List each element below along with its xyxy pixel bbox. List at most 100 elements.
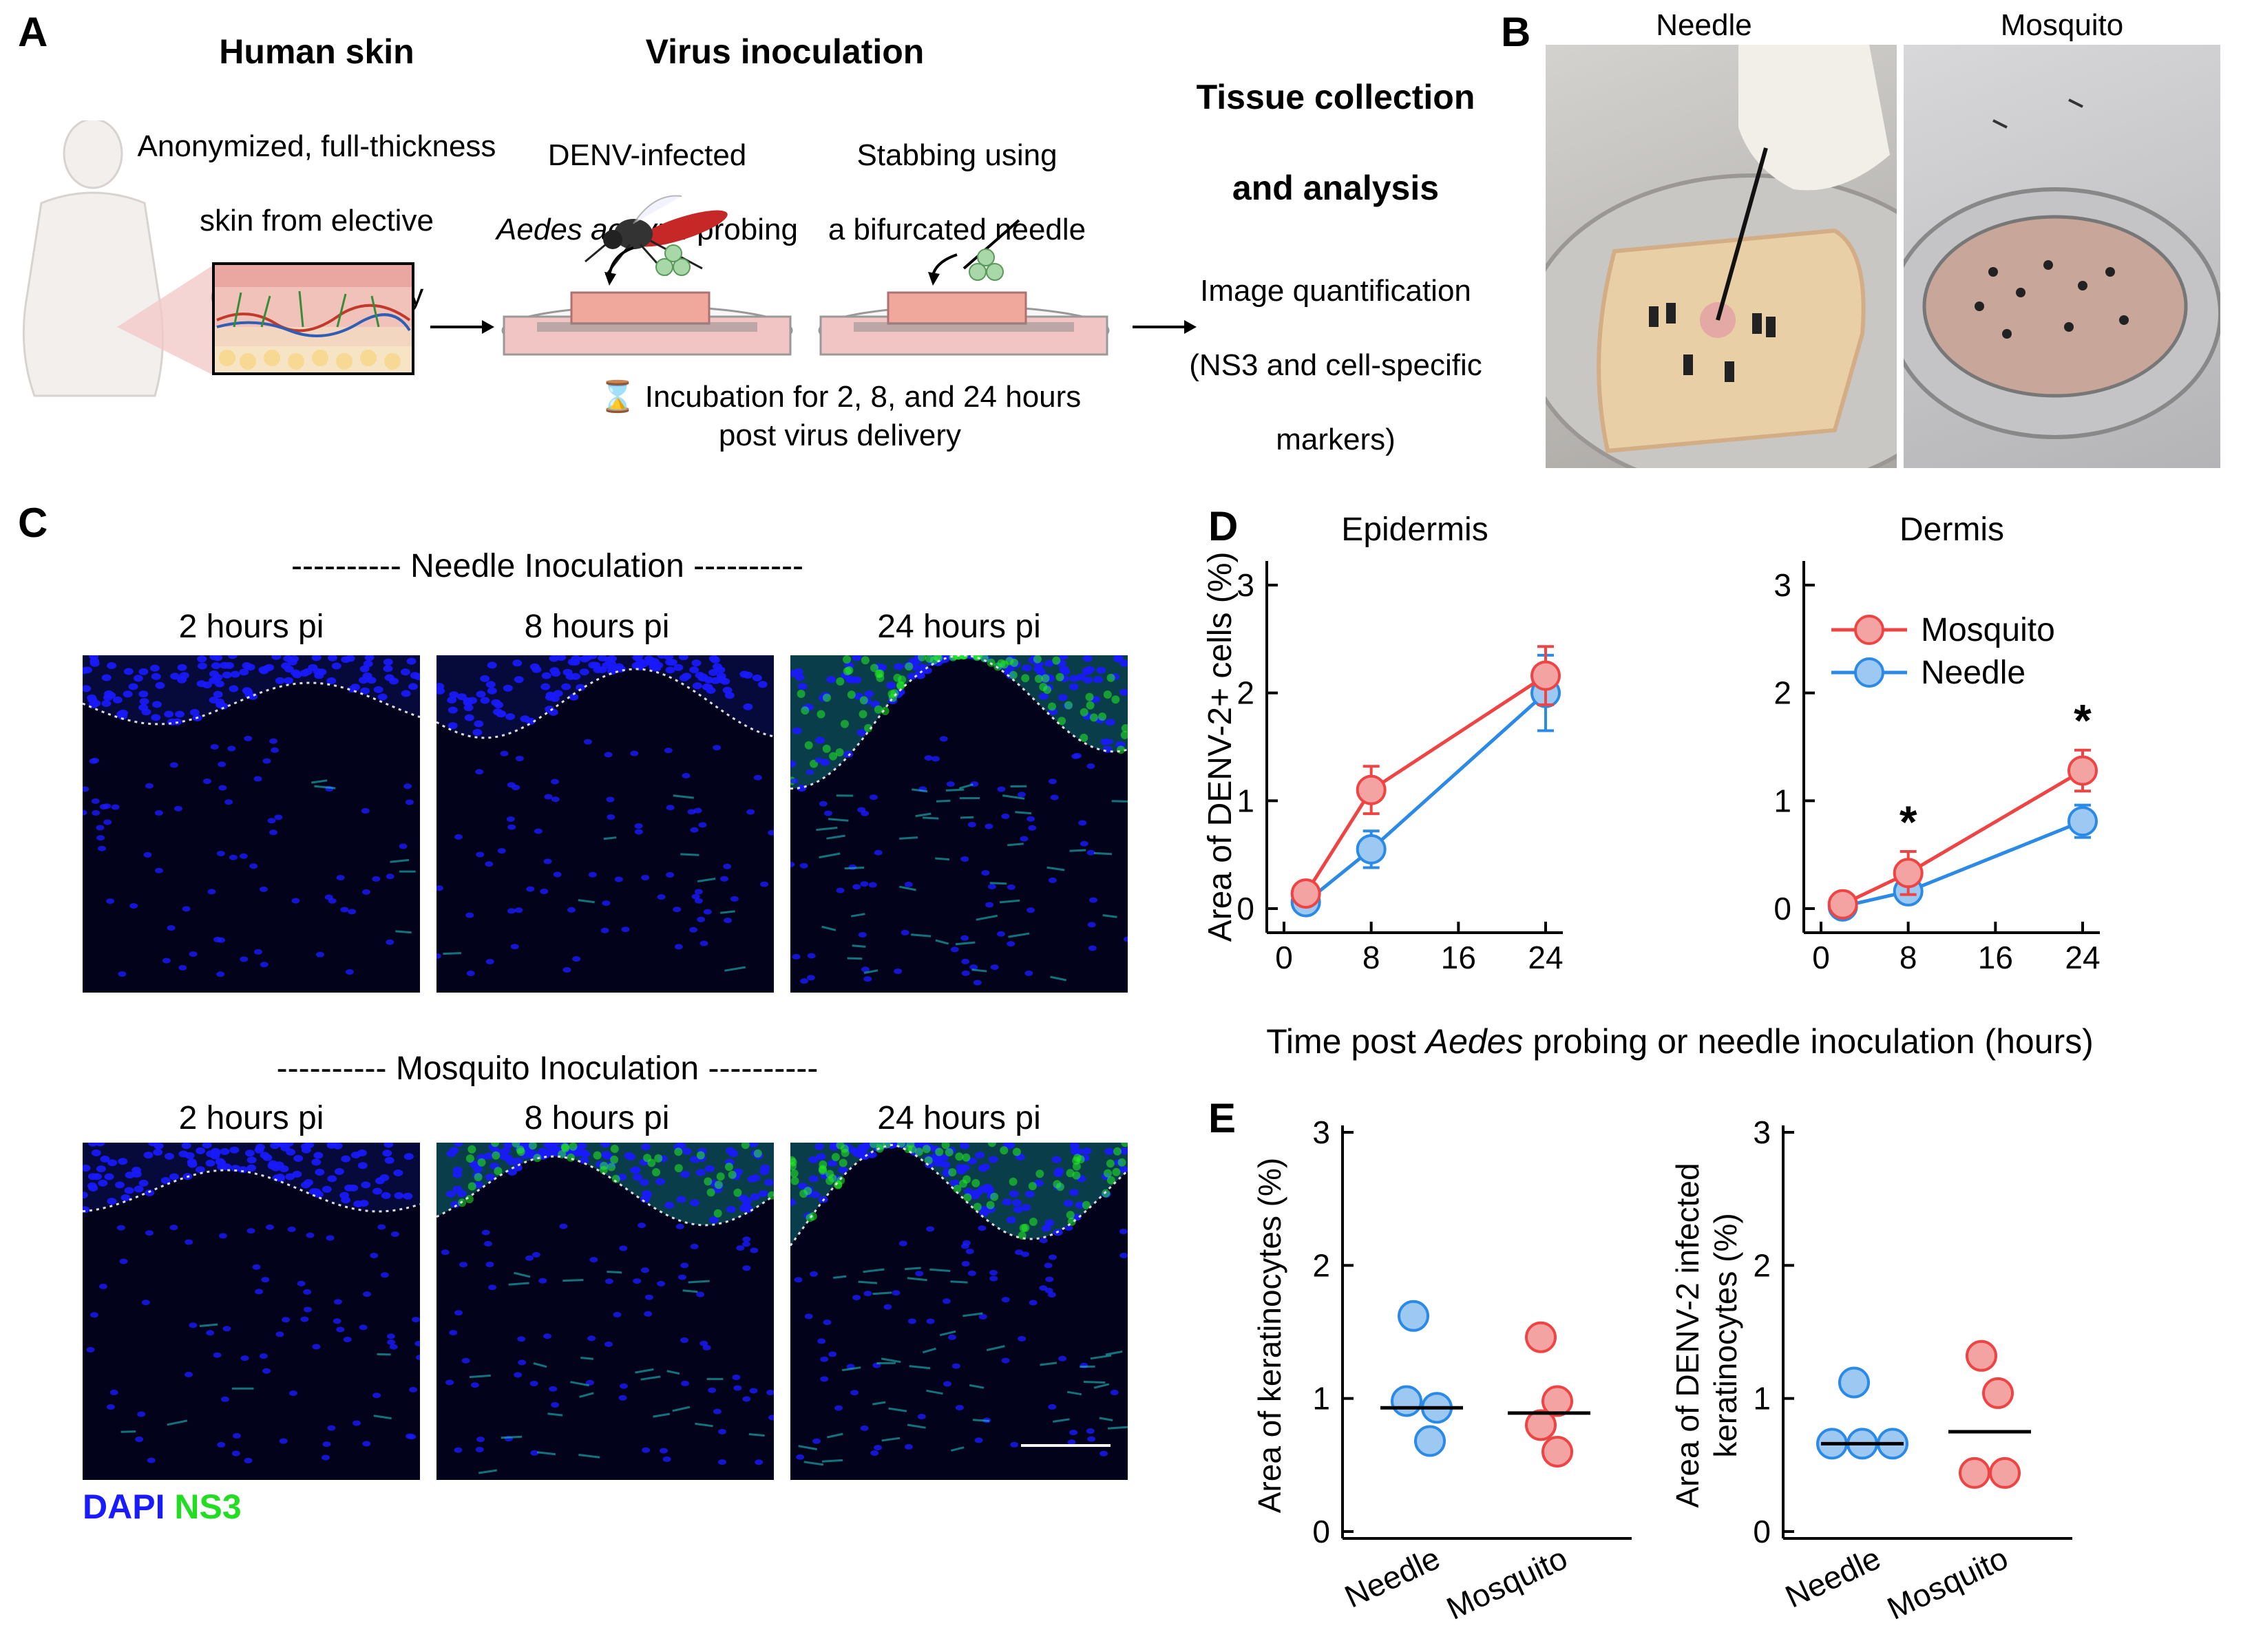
dermal-nucleus: [985, 902, 994, 908]
nucleus: [139, 698, 149, 706]
nucleus: [704, 676, 714, 684]
dermal-nucleus: [507, 908, 516, 914]
nucleus: [1059, 666, 1069, 673]
fiber: [951, 1446, 965, 1452]
dermal-nucleus: [1086, 763, 1095, 769]
ns3-signal: [847, 690, 856, 699]
ns3-signal: [728, 1170, 737, 1179]
dermal-nucleus: [380, 1272, 389, 1278]
nucleus: [702, 684, 712, 690]
dermal-nucleus: [1017, 792, 1026, 798]
fiber: [905, 1267, 921, 1271]
fiber: [603, 836, 617, 840]
nucleus: [217, 1163, 227, 1171]
fiber: [833, 1275, 847, 1279]
dermal-nucleus: [154, 867, 163, 873]
nucleus: [907, 673, 917, 680]
keratinocytes-y-tick-label: 3: [1312, 1114, 1330, 1150]
nucleus: [691, 659, 702, 667]
dermis-x-tick-label: 8: [1900, 940, 1917, 975]
ns3-signal: [918, 655, 927, 661]
keratinocytes-y-tick-label: 0: [1312, 1514, 1330, 1549]
nucleus: [1006, 1216, 1016, 1224]
dermal-nucleus: [1119, 1229, 1128, 1235]
nucleus: [362, 672, 372, 679]
dermal-nucleus: [1080, 840, 1088, 847]
dermal-nucleus: [322, 1454, 330, 1461]
dermal-nucleus: [812, 1438, 821, 1444]
dermal-nucleus: [231, 1450, 240, 1457]
dermal-nucleus: [755, 1459, 764, 1465]
ns3-signal: [610, 1145, 619, 1153]
dermal-nucleus: [730, 896, 739, 902]
dermal-nucleus: [288, 1390, 297, 1397]
nucleus: [600, 1143, 611, 1148]
nucleus: [512, 659, 523, 667]
nucleus: [794, 674, 805, 681]
nucleus: [100, 1155, 110, 1163]
dermal-nucleus: [961, 1261, 970, 1267]
dermal-nucleus: [372, 876, 381, 882]
dermal-nucleus: [386, 939, 394, 945]
dermal-nucleus: [572, 956, 581, 962]
dermal-nucleus: [185, 1239, 193, 1245]
dermal-nucleus: [1001, 1297, 1010, 1303]
dermal-nucleus: [989, 1270, 998, 1275]
dermal-nucleus: [697, 916, 706, 922]
nucleus: [406, 657, 417, 665]
ns3-signal: [733, 1188, 742, 1197]
dermal-nucleus: [441, 1249, 450, 1256]
fiber: [1105, 1351, 1123, 1356]
fiber: [1066, 1390, 1082, 1396]
dermal-nucleus: [746, 809, 755, 815]
nucleus: [229, 685, 239, 692]
nucleus: [856, 1152, 867, 1159]
dermal-nucleus: [459, 1262, 468, 1268]
nucleus: [101, 674, 112, 681]
dermal-nucleus: [253, 949, 262, 955]
nucleus: [1096, 666, 1106, 674]
fiber: [847, 957, 863, 960]
ns3-signal: [491, 1143, 500, 1147]
nucleus: [676, 1143, 686, 1150]
dermal-nucleus: [244, 1457, 253, 1463]
ns3-signal: [859, 710, 867, 719]
dermal-nucleus: [333, 1318, 341, 1324]
fiber: [881, 1357, 901, 1364]
dermal-nucleus: [300, 1316, 309, 1322]
dermal-nucleus: [834, 1405, 843, 1411]
fiber: [850, 913, 865, 918]
nucleus: [359, 665, 370, 673]
nucleus: [639, 1178, 649, 1186]
fiber: [909, 1365, 931, 1370]
dermal-nucleus: [267, 818, 276, 824]
ns3-signal: [706, 1188, 715, 1197]
fiber: [986, 1345, 1005, 1351]
ns3-signal: [841, 1148, 850, 1157]
dermal-nucleus: [261, 1277, 270, 1283]
epidermis-x-tick-label: 0: [1275, 940, 1293, 975]
micrograph-mosquito-24h: [790, 1143, 1128, 1480]
nucleus: [169, 1173, 179, 1180]
fiber: [826, 1432, 843, 1439]
fiber: [881, 1437, 901, 1442]
dermis-point-mosquito: [1827, 889, 1858, 920]
panel-a-label: A: [18, 9, 48, 55]
dermis-x-tick-label: 24: [2065, 940, 2100, 975]
dermis-y-tick-label: 2: [1774, 675, 1791, 711]
nucleus: [170, 673, 180, 680]
nucleus: [151, 714, 161, 721]
dermal-nucleus: [1047, 1292, 1056, 1298]
dermal-nucleus: [518, 1359, 527, 1366]
dermal-nucleus: [189, 951, 198, 957]
nucleus: [513, 1157, 523, 1165]
nucleus: [547, 1149, 557, 1156]
dermal-nucleus: [749, 1388, 758, 1394]
dermal-nucleus: [708, 1387, 717, 1393]
nucleus: [682, 1147, 692, 1155]
fiber: [935, 857, 950, 861]
dermis-line-needle: [1842, 819, 2083, 909]
nucleus: [561, 683, 571, 690]
fiber: [863, 1268, 885, 1273]
dermal-nucleus: [836, 887, 845, 893]
